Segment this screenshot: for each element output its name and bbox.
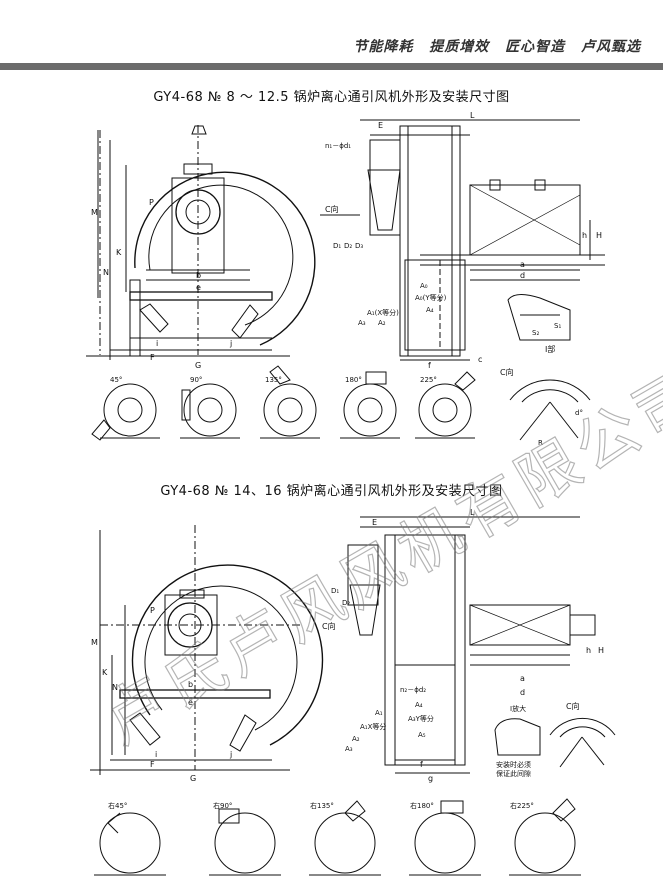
lbl-N: N bbox=[103, 268, 109, 277]
top-side-view: E L n₁－ϕd₁ C向 D₁ D₂ D₃ A₀ A₀(Y等分) A₄ A₁(… bbox=[320, 111, 605, 370]
b-lbl-G: G bbox=[190, 774, 196, 783]
lbl-90: 90° bbox=[190, 376, 202, 384]
b-lbl-r180: 右180° bbox=[410, 801, 434, 810]
lbl-D1: D₁ bbox=[333, 242, 341, 250]
lbl-R: R bbox=[538, 439, 543, 447]
top-detail-i: S₁ S₂ I部 bbox=[507, 294, 571, 354]
b-lbl-r135: 右135° bbox=[310, 801, 334, 810]
lbl-D2: D₂ bbox=[344, 242, 352, 250]
header-rule bbox=[0, 63, 663, 70]
b-lbl-M: M bbox=[91, 638, 98, 647]
lbl-Cview: C向 bbox=[500, 367, 514, 377]
b-lbl-Cview: C向 bbox=[566, 701, 580, 711]
lbl-b: b bbox=[196, 271, 201, 280]
lbl-A3: A₃ bbox=[358, 319, 366, 327]
lbl-F: F bbox=[150, 353, 155, 362]
b-lbl-r90: 右90° bbox=[213, 801, 232, 810]
top-front-view: M K N P b e i j F G bbox=[86, 125, 316, 370]
lbl-45: 45° bbox=[110, 376, 122, 384]
top-c-view: C向 R d° bbox=[500, 367, 591, 447]
b-lbl-n2d2: n₂－ϕd₂ bbox=[400, 686, 426, 694]
b-lbl-r45: 右45° bbox=[108, 801, 127, 810]
lbl-A2: A₂ bbox=[378, 319, 386, 327]
b-lbl-Cdir: C向 bbox=[322, 621, 336, 631]
slogan-bar: 节能降耗 提质增效 匠心智造 卢风甄选 bbox=[343, 36, 641, 56]
lbl-E: E bbox=[378, 121, 383, 130]
b-lbl-A1: A₁ bbox=[375, 709, 383, 717]
b-lbl-A2: A₂ bbox=[352, 735, 360, 743]
b-lbl-h: h bbox=[586, 646, 591, 655]
lbl-a: a bbox=[520, 260, 525, 269]
b-lbl-g: g bbox=[428, 774, 433, 783]
lbl-S2: S₂ bbox=[532, 329, 539, 337]
slogan-4: 卢风甄选 bbox=[581, 39, 641, 55]
slogan-1: 节能降耗 bbox=[353, 39, 414, 55]
lbl-A0Y: A₀(Y等分) bbox=[415, 293, 447, 302]
lbl-135: 135° bbox=[265, 376, 282, 384]
b-lbl-D2: D₂ bbox=[342, 599, 350, 607]
bottom-detail-i: I放大 安装时必须 保证此间隙 bbox=[494, 704, 541, 778]
b-lbl-E: E bbox=[372, 518, 377, 527]
b-lbl-d: d bbox=[520, 688, 525, 697]
bottom-c-view: C向 bbox=[549, 701, 616, 768]
b-lbl-L: L bbox=[470, 508, 475, 517]
lbl-h: h bbox=[582, 231, 587, 240]
top-drawing-title: GY4-68 № 8 ～ 12.5 锅炉离心通引风机外形及安装尺寸图 bbox=[153, 90, 510, 105]
bottom-front-view: M K N P b e i j F G bbox=[90, 525, 324, 783]
lbl-j: j bbox=[229, 339, 232, 348]
lbl-n1d1: n₁－ϕd₁ bbox=[325, 142, 351, 150]
lbl-180: 180° bbox=[345, 376, 362, 384]
slogan-3: 匠心智造 bbox=[505, 39, 566, 55]
lbl-i: i bbox=[156, 339, 158, 348]
b-lbl-A3Y: A₃Y等分 bbox=[408, 714, 434, 723]
b-lbl-A1X: A₁X等分 bbox=[360, 722, 386, 731]
b-lbl-r225: 右225° bbox=[510, 801, 534, 810]
b-lbl-install: 安装时必须 bbox=[496, 760, 531, 769]
lbl-A4: A₄ bbox=[426, 306, 434, 314]
lbl-P: P bbox=[149, 198, 154, 207]
lbl-f: f bbox=[428, 361, 431, 370]
bottom-side-view: E L D₁ D₂ C向 n₂－ϕd₂ A₄ A₁ A₁X等分 A₃Y等分 A₅… bbox=[322, 508, 604, 783]
b-lbl-e: e bbox=[188, 698, 193, 707]
lbl-H: H bbox=[596, 231, 602, 240]
lbl-S1: S₁ bbox=[554, 322, 561, 330]
b-lbl-Ienl: I放大 bbox=[510, 704, 526, 713]
lbl-dangle: d° bbox=[575, 409, 583, 417]
top-rotation-variants: 45° 90° 135° 180° 225° bbox=[91, 365, 476, 441]
b-lbl-f: f bbox=[420, 760, 423, 769]
lbl-D3: D₃ bbox=[355, 242, 363, 250]
lbl-Cdir: C向 bbox=[325, 204, 339, 214]
b-lbl-A5: A₅ bbox=[418, 731, 426, 739]
lbl-M: M bbox=[91, 208, 98, 217]
bottom-drawing-title: GY4-68 № 14、16 锅炉离心通引风机外形及安装尺寸图 bbox=[160, 484, 503, 499]
b-lbl-clearance: 保证此间隙 bbox=[496, 769, 531, 778]
lbl-c: c bbox=[478, 355, 482, 364]
bottom-technical-drawing: M K N P b e i j F G E L D₁ D₂ C向 n₂－ϕd₂ … bbox=[90, 508, 616, 876]
lbl-Ipart: I部 bbox=[545, 344, 555, 354]
b-lbl-P: P bbox=[150, 606, 155, 615]
top-technical-drawing: M K N P b e i j F G E L n₁－ϕd₁ C向 bbox=[86, 111, 605, 447]
bottom-rotation-variants: 右45° 右90° 右135° 右180° 右225° bbox=[94, 798, 581, 876]
b-lbl-j: j bbox=[229, 750, 232, 759]
b-lbl-i: i bbox=[155, 750, 157, 759]
lbl-d: d bbox=[520, 271, 525, 280]
b-lbl-b: b bbox=[188, 680, 193, 689]
b-lbl-a: a bbox=[520, 674, 525, 683]
page-header: 节能降耗 提质增效 匠心智造 卢风甄选 bbox=[0, 0, 663, 70]
lbl-A0: A₀ bbox=[420, 282, 428, 290]
b-lbl-N: N bbox=[112, 683, 118, 692]
b-lbl-D1: D₁ bbox=[331, 587, 339, 595]
lbl-L: L bbox=[470, 111, 475, 120]
lbl-225: 225° bbox=[420, 376, 437, 384]
b-lbl-A3: A₃ bbox=[345, 745, 353, 753]
b-lbl-A4: A₄ bbox=[415, 701, 423, 709]
b-lbl-F: F bbox=[150, 760, 155, 769]
lbl-K: K bbox=[116, 248, 122, 257]
b-lbl-K: K bbox=[102, 668, 108, 677]
b-lbl-H: H bbox=[598, 646, 604, 655]
lbl-G: G bbox=[195, 361, 201, 370]
slogan-2: 提质增效 bbox=[429, 39, 490, 55]
lbl-e: e bbox=[196, 283, 201, 292]
lbl-A1X: A₁(X等分) bbox=[367, 308, 399, 317]
